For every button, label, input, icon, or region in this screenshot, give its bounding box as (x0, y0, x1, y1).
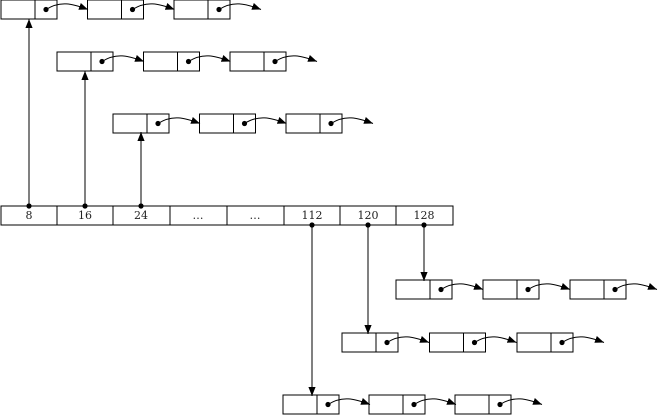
next-pointer-arrow (499, 397, 543, 405)
list-node (0, 0, 89, 20)
list-node (56, 51, 145, 72)
list-node (199, 113, 287, 134)
next-pointer-arrow (157, 116, 201, 124)
array-cell-label: 16 (78, 209, 92, 222)
list-node (285, 113, 374, 134)
list-24 (112, 113, 374, 134)
list-128 (395, 279, 658, 300)
next-pointer-arrow (386, 335, 430, 343)
array-cell-label: … (193, 209, 204, 222)
list-112 (282, 394, 543, 415)
array-cell-label: 120 (358, 209, 379, 222)
list-node (395, 279, 484, 300)
next-pointer-arrow (440, 282, 484, 290)
next-pointer-arrow (474, 335, 517, 343)
list-node (516, 332, 605, 353)
size-class-array: 8 16 24 … … 112 120 128 (0, 205, 454, 226)
array-cell-label: 8 (26, 209, 33, 222)
list-node (143, 51, 231, 72)
list-node (429, 332, 517, 353)
next-pointer-arrow (527, 282, 571, 290)
list-node (454, 394, 543, 415)
array-cell-label: 112 (302, 209, 323, 222)
list-node (112, 113, 201, 134)
next-pointer-arrow (244, 116, 287, 124)
next-pointer-arrow (101, 54, 145, 62)
list-node (368, 394, 457, 415)
next-pointer-arrow (330, 116, 374, 124)
list-node (482, 279, 571, 300)
list-node (229, 51, 318, 72)
next-pointer-arrow (561, 335, 605, 343)
list-node (341, 332, 430, 353)
list-16 (56, 51, 318, 72)
list-120 (341, 332, 605, 353)
array-cell-label: 128 (414, 209, 435, 222)
list-node (569, 279, 658, 300)
array-cell-label: … (250, 209, 261, 222)
next-pointer-arrow (132, 2, 175, 10)
head-pointers (25, 19, 428, 396)
next-pointer-arrow (413, 397, 457, 405)
list-8 (0, 0, 262, 20)
list-node (87, 0, 175, 20)
next-pointer-arrow (327, 397, 371, 405)
list-node (173, 0, 262, 20)
next-pointer-arrow (45, 2, 89, 10)
next-pointer-arrow (274, 54, 318, 62)
array-cell-label: 24 (134, 209, 148, 222)
next-pointer-arrow (188, 54, 231, 62)
next-pointer-arrow (218, 2, 262, 10)
list-node (282, 394, 371, 415)
next-pointer-arrow (614, 282, 658, 290)
